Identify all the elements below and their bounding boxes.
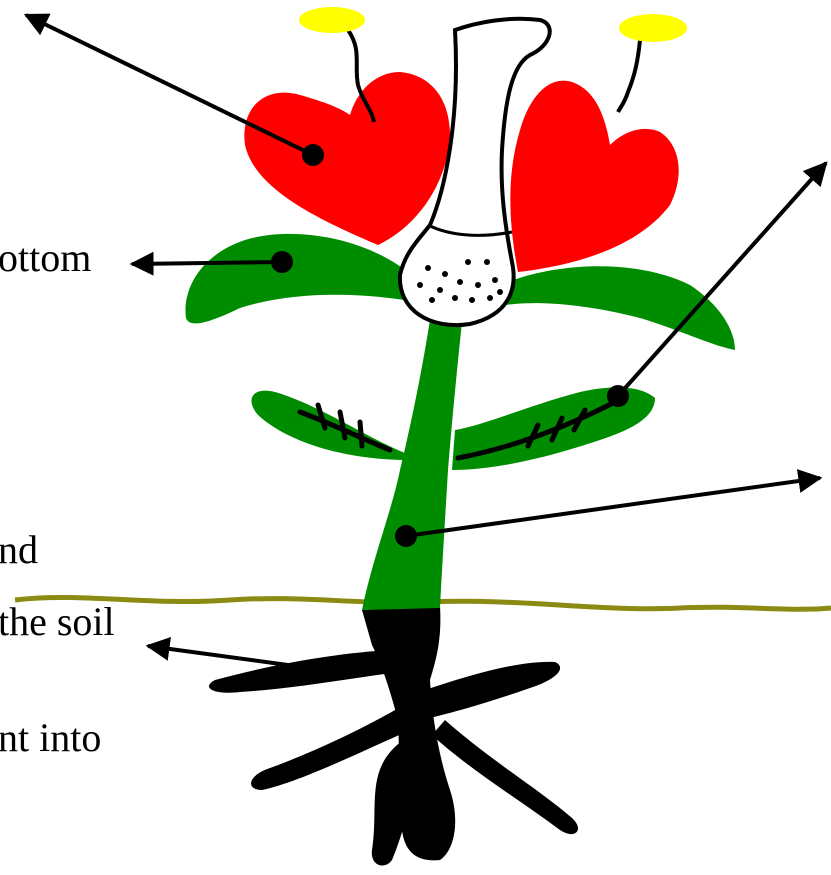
label-roots-into: nt into xyxy=(0,718,101,758)
arrow-petal xyxy=(26,15,313,155)
upper-leaf-left xyxy=(185,234,405,324)
roots xyxy=(209,606,578,865)
arrow-roots xyxy=(148,646,310,668)
dot-stem xyxy=(395,525,417,547)
label-roots-soil: the soil xyxy=(0,602,115,642)
upper-leaf-right xyxy=(500,266,735,350)
dot-petal xyxy=(302,144,324,166)
label-petals-bottom: ottom xyxy=(0,238,91,278)
dot-lower-leaf xyxy=(607,385,629,407)
arrow-upper-leaf xyxy=(132,262,282,264)
arrow-stem xyxy=(406,478,820,536)
anther-left xyxy=(299,7,365,33)
dot-upper-leaf xyxy=(271,251,293,273)
stem xyxy=(362,320,462,610)
petal-left xyxy=(244,72,450,245)
petal-right xyxy=(510,81,678,272)
label-stem-ground: nd xyxy=(0,530,38,570)
anther-right xyxy=(619,14,687,42)
